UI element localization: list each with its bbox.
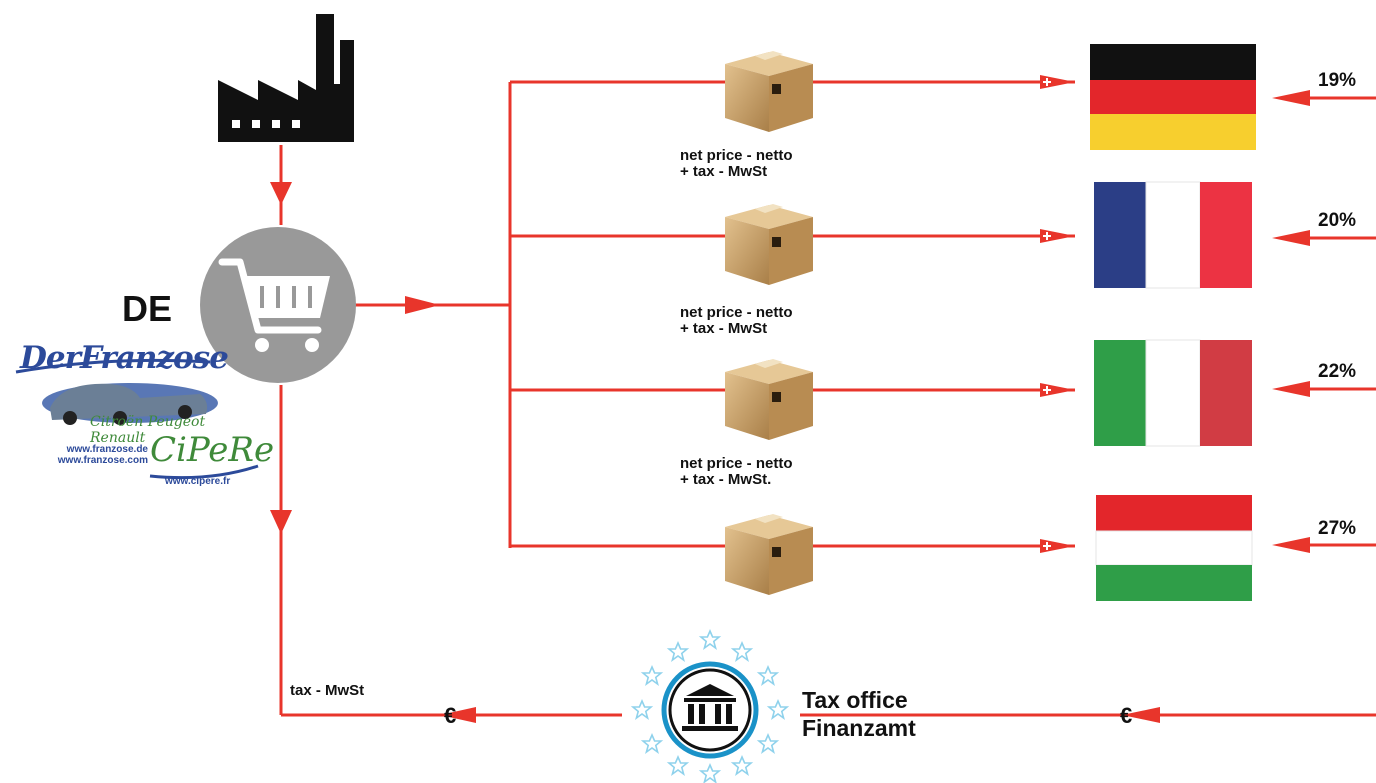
vat-rate-hungary: 27% [1318, 518, 1357, 539]
euro-symbol-left: € [444, 703, 456, 728]
logo-subtitle: Citroën Peugeot Renault [90, 414, 206, 446]
euro-symbol-right: € [1120, 703, 1132, 728]
tax-office-label: Tax office Finanzamt [802, 687, 916, 741]
vat-rate-italy: 22% [1318, 361, 1357, 382]
logo-brand: CiPeRe [150, 430, 275, 470]
flag-france [1094, 181, 1252, 289]
logo-cars-illustration [15, 358, 259, 480]
logo-url: www.franzose.de [66, 444, 148, 455]
flag-hungary [1095, 495, 1253, 601]
package-box-icon [725, 51, 813, 132]
shipment-label: net price - netto + tax - MwSt [680, 304, 793, 337]
package-box-icon [725, 359, 813, 440]
seller-country-code: DE [122, 288, 173, 329]
plus-marks [1043, 78, 1051, 550]
logo-url: www.franzose.com [57, 455, 148, 466]
logo-url-right: www.cipere.fr [165, 476, 231, 487]
logo-title: DerFranzose [20, 340, 229, 376]
package-box-icon [725, 514, 813, 595]
shipment-label: net price - netto + tax - MwSt. [680, 455, 793, 488]
arrow-heads [270, 75, 1310, 723]
package-box-icon [725, 204, 813, 285]
vat-rate-france: 20% [1318, 210, 1357, 231]
factory-icon [218, 14, 354, 142]
logo-urls: www.franzose.de www.franzose.com [36, 444, 148, 466]
tax-flow-label: tax - MwSt [290, 682, 365, 699]
flag-italy [1094, 339, 1252, 447]
shopping-cart-icon [200, 227, 356, 383]
shipment-label: net price - netto + tax - MwSt [680, 147, 793, 180]
bank-building-icon [661, 661, 759, 759]
company-logo: DerFranzose Citroën Peugeot Renault www.… [10, 340, 274, 490]
flag-germany [1090, 44, 1256, 150]
vat-rate-germany: 19% [1318, 70, 1357, 91]
